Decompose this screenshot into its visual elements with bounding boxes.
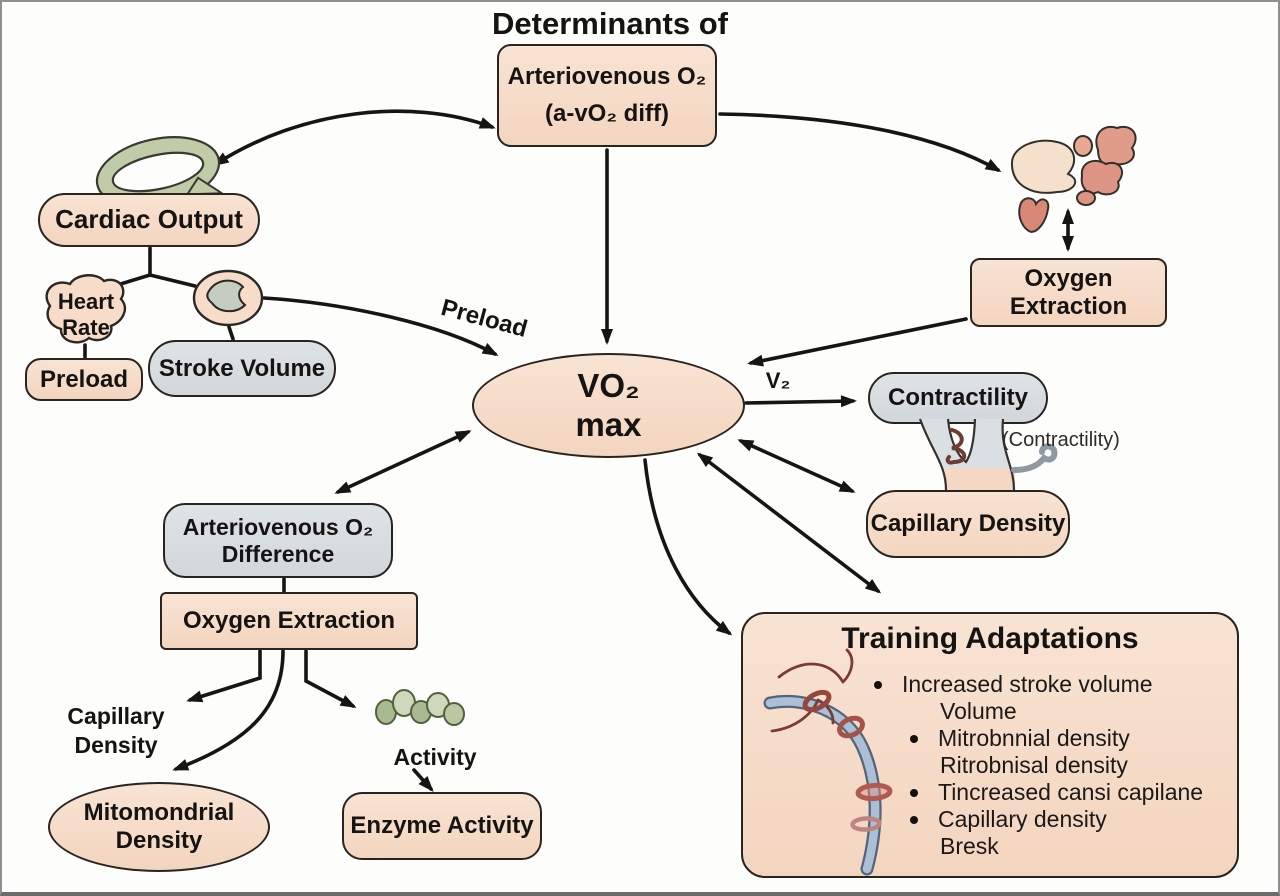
node-preload: Preload xyxy=(25,358,143,401)
node-arteriovenous-o2: Arteriovenous O₂ (a-vO₂ diff) xyxy=(497,44,717,147)
training-adaptations-list: Increased stroke volume Volume Mitrobnni… xyxy=(868,671,1240,860)
bullet-icon xyxy=(910,816,918,824)
diagram-title: Determinants of xyxy=(492,6,728,41)
node-capillary-density-label: Capillary Density xyxy=(870,510,1066,538)
vessel-ring-icon xyxy=(850,816,882,832)
vessel-ring-icon xyxy=(855,782,893,802)
capillary-density-text-label: Capillary Density xyxy=(67,703,165,758)
bullet-icon xyxy=(874,681,882,689)
node-vo2max-line1: VO₂ xyxy=(577,366,640,404)
arrow-avo2-cardiac-output xyxy=(212,109,496,167)
node-enzyme-activity: Enzyme Activity xyxy=(342,792,542,860)
node-capillary-density: Capillary Density xyxy=(866,490,1070,558)
list-item-continuation: Ritrobnisal density xyxy=(940,752,1128,778)
node-oxygen-extraction-right: Oxygen Extraction xyxy=(970,258,1167,327)
node-heart-rate-label: Heart Rate xyxy=(57,289,115,341)
node-cardiac-output: Cardiac Output xyxy=(38,193,260,247)
arrow-oxext-capillary-label xyxy=(186,649,262,703)
node-contractility-label: Contractility xyxy=(887,384,1028,412)
vessel-ring-icon xyxy=(837,715,865,739)
heart-bubble-shape xyxy=(45,274,126,344)
node-training-adaptations xyxy=(741,612,1239,878)
contractility-note: (Contractility) xyxy=(1002,429,1120,451)
node-cardiac-output-label: Cardiac Output xyxy=(55,204,243,235)
node-mitomondrial-density: Mitomondrial Density xyxy=(48,782,270,872)
vessel-ring-icon xyxy=(802,689,832,713)
training-adaptations-title: Training Adaptations xyxy=(841,622,1139,655)
valve-node xyxy=(192,269,264,327)
node-arteriovenous-o2-line1: Arteriovenous O₂ xyxy=(507,63,707,91)
node-stroke-volume: Stroke Volume xyxy=(148,340,336,397)
list-item-continuation: Bresk xyxy=(940,833,999,859)
arrow-oxext-mitomondrial xyxy=(172,649,285,771)
arrow-vo2max-training xyxy=(696,452,882,594)
list-item: Tincreased cansi capilane xyxy=(910,779,1240,806)
node-preload-label: Preload xyxy=(39,365,129,393)
arrow-vo2max-avdiff xyxy=(334,430,472,494)
muscle-funnel-icon xyxy=(918,418,1058,491)
valve-leaf-icon xyxy=(206,279,247,313)
arrow-activity-enzyme xyxy=(412,768,434,792)
tissue-blobs-icon xyxy=(1010,125,1137,234)
list-item: Mitrobnnial density xyxy=(910,725,1240,752)
node-oxygen-extraction-left: Oxygen Extraction xyxy=(160,592,418,650)
curl-arrow-icon xyxy=(1011,443,1058,473)
node-vo2max-line2: max xyxy=(575,405,642,443)
edge-label-v2: V₂ xyxy=(765,368,791,393)
squiggle-fiber-icon xyxy=(945,428,967,465)
list-item: Capillary density xyxy=(910,806,1240,833)
node-contractility: Contractility xyxy=(868,372,1048,424)
node-arteriovenous-o2-line2: (a-vO₂ diff) xyxy=(545,100,669,127)
list-item-continuation: Volume xyxy=(940,698,1017,724)
node-vo2max: VO₂ max xyxy=(472,353,745,458)
arrow-oxygen-extraction-to-vo2max xyxy=(747,317,968,367)
capillary-vessel-icon xyxy=(763,648,893,876)
arrow-vo2max-training-left xyxy=(643,458,733,636)
node-stroke-volume-label: Stroke Volume xyxy=(158,354,326,382)
arrow-vo2max-to-contractility xyxy=(744,395,857,408)
connector-valve-strokevolume xyxy=(227,325,235,341)
bullet-icon xyxy=(910,789,918,797)
activity-text-label: Activity xyxy=(393,744,477,770)
arrow-oxext-activity xyxy=(304,649,357,708)
node-avo2-difference: Arteriovenous O₂ Difference xyxy=(163,503,393,578)
bullet-icon xyxy=(910,735,918,743)
enzyme-beads-icon xyxy=(375,689,465,726)
arrow-preload-to-vo2max xyxy=(262,296,499,356)
list-item: Increased stroke volume xyxy=(874,671,1240,698)
arrow-avo2-to-tissue xyxy=(718,112,1002,172)
